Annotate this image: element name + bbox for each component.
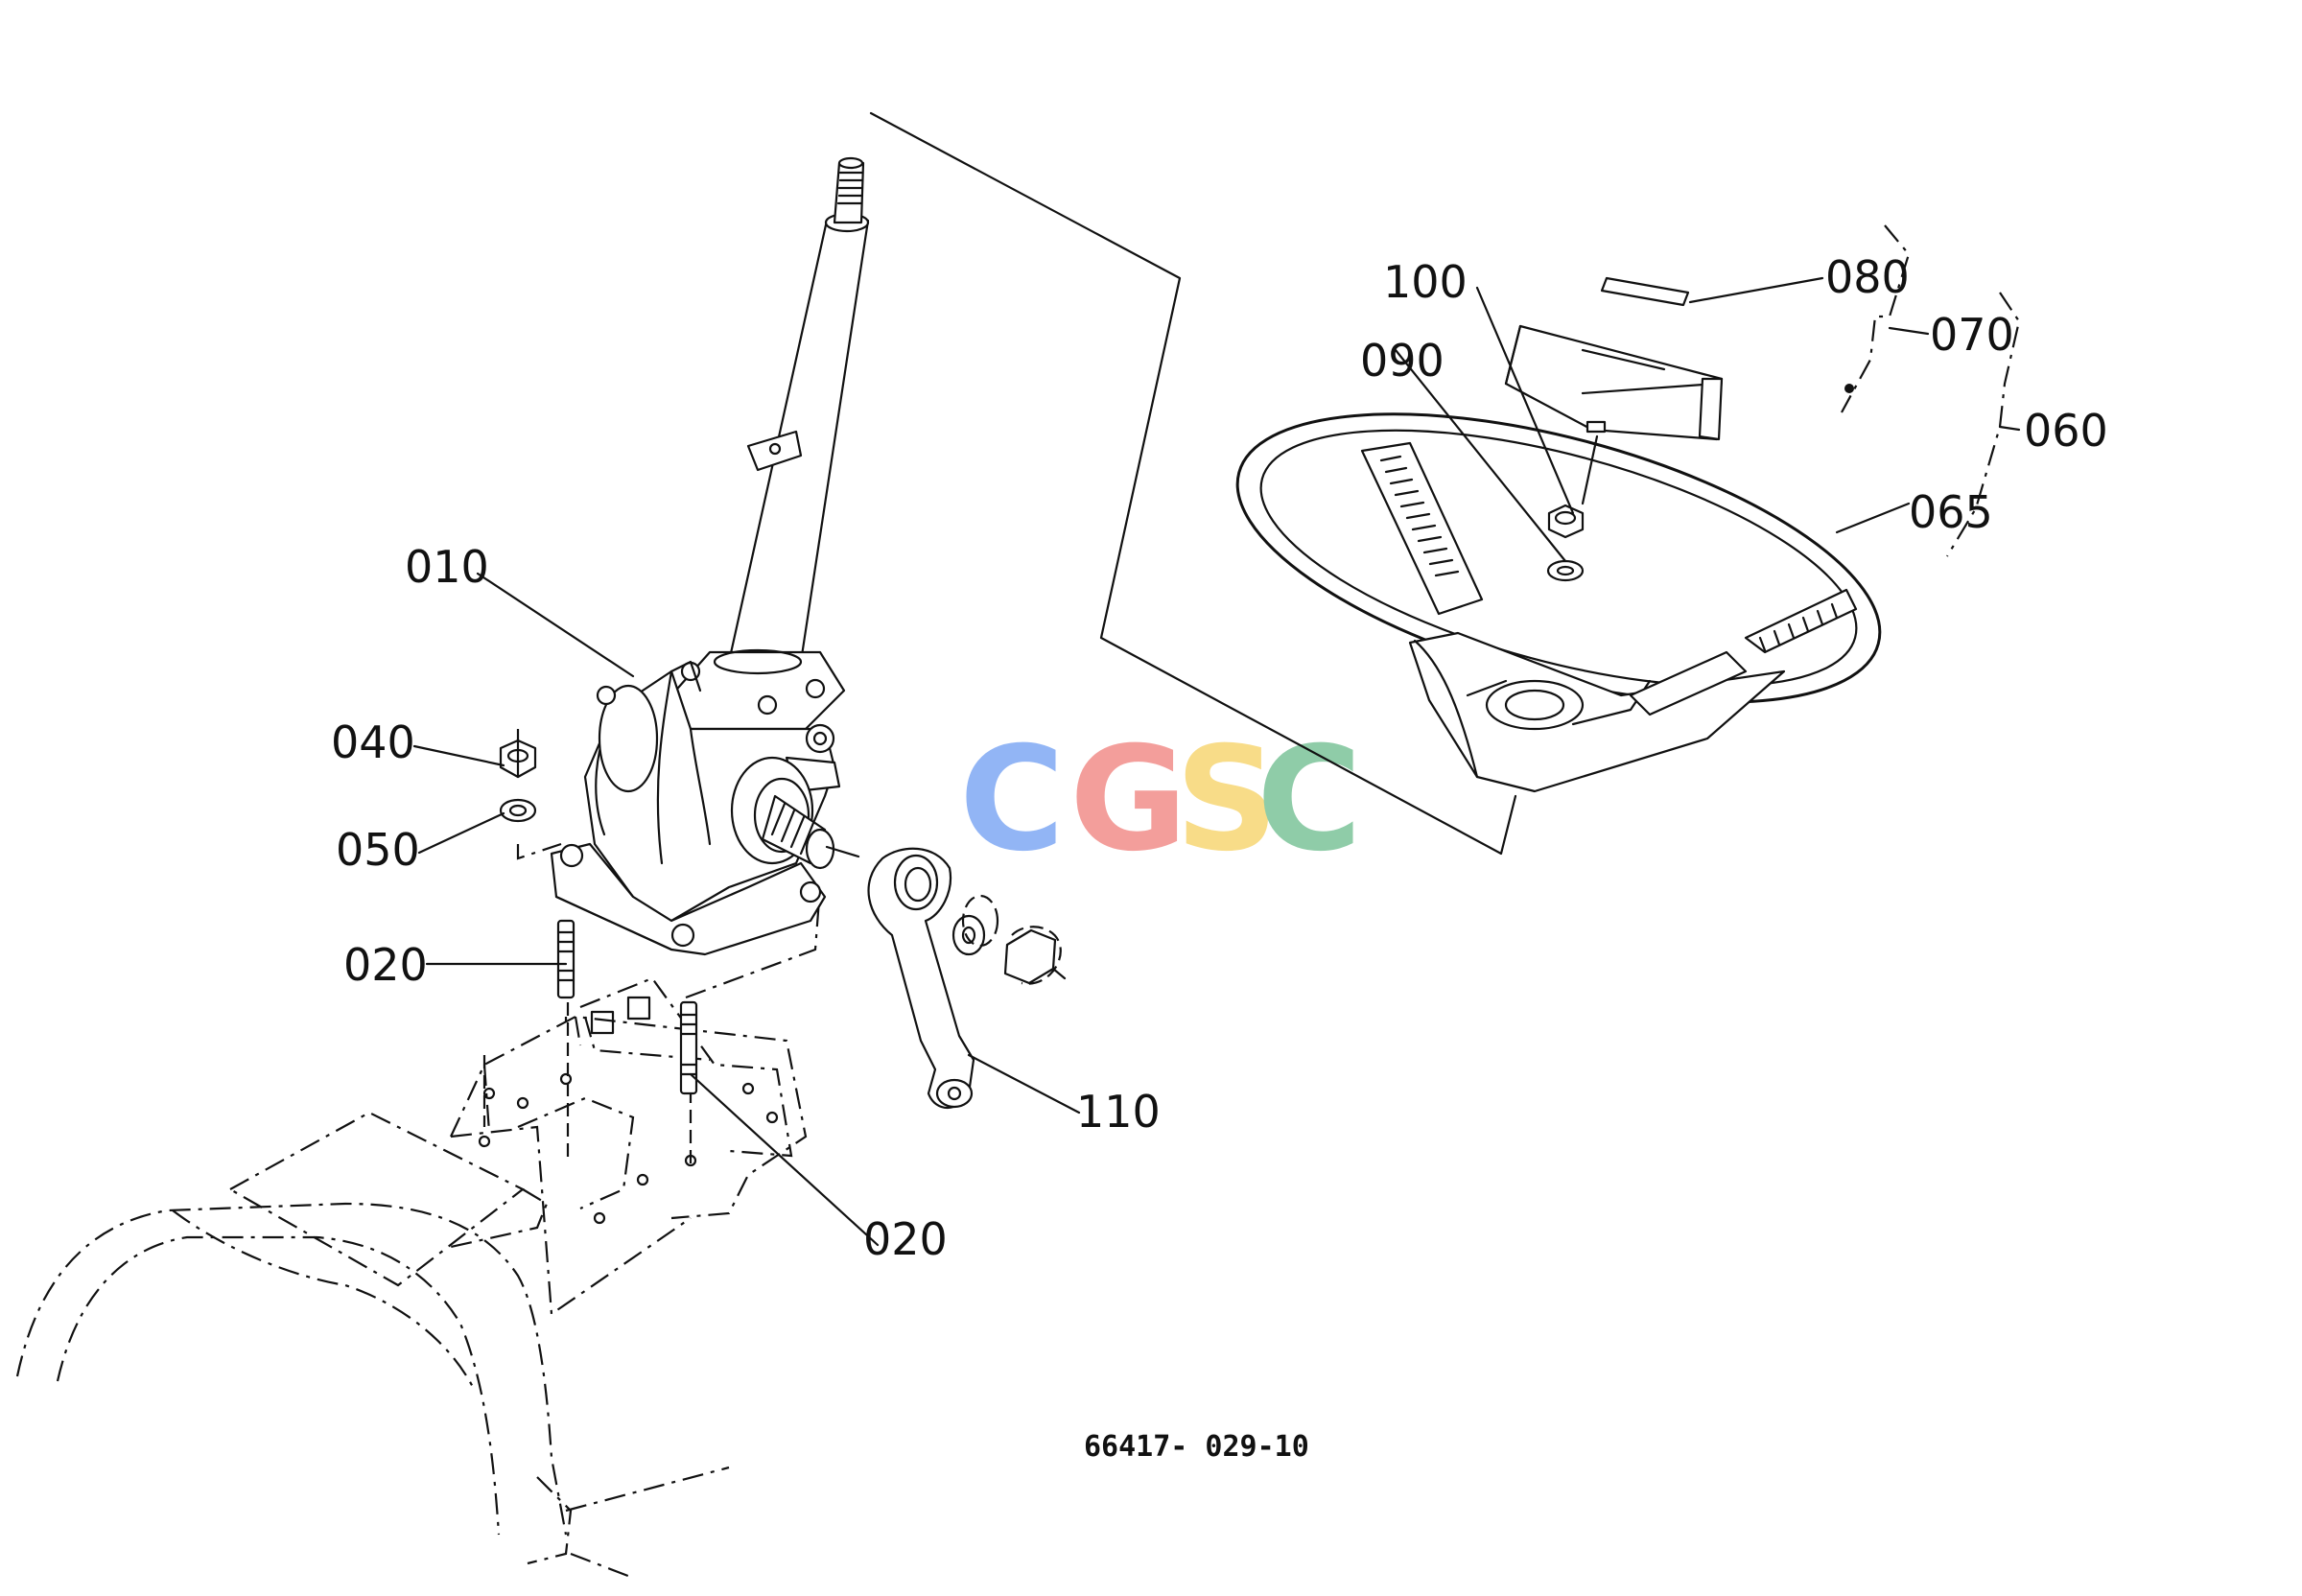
watermark-letter-s: S xyxy=(1175,716,1279,883)
watermark-letter-c1: C xyxy=(959,716,1065,883)
group-bracket-060 xyxy=(1946,292,2021,557)
callout-050: 050 xyxy=(336,824,420,876)
watermark: C G S C xyxy=(959,716,1362,883)
group-bracket-070 xyxy=(1841,224,1911,413)
callout-020-right: 020 xyxy=(863,1213,948,1265)
nut-100 xyxy=(1547,504,1585,539)
callout-065: 065 xyxy=(1909,486,1993,538)
callout-100: 100 xyxy=(1383,256,1468,308)
watermark-letter-g: G xyxy=(1069,716,1187,883)
steering-wheel xyxy=(1235,412,1882,793)
nut-040 xyxy=(499,729,537,779)
cap-center-line xyxy=(1581,434,1599,505)
document-number: 66417- 029-10 xyxy=(1084,1430,1309,1464)
washer-050 xyxy=(499,798,537,823)
stud-bolt-020-left xyxy=(556,919,576,999)
callout-070: 070 xyxy=(1930,309,2014,361)
pitman-arm xyxy=(867,847,1067,1109)
callout-010: 010 xyxy=(405,541,489,593)
leader-lines xyxy=(412,276,2021,1247)
washer-090 xyxy=(1546,559,1585,582)
watermark-letter-c2: C xyxy=(1257,716,1362,883)
callout-020-left: 020 xyxy=(343,939,428,991)
tractor-body-outline xyxy=(15,842,822,1580)
callout-labels: 010 040 050 020 020 110 100 090 080 070 … xyxy=(331,251,2108,1265)
callout-040: 040 xyxy=(331,716,415,768)
steering-cap xyxy=(1504,324,1724,441)
cap-center-dot xyxy=(1844,384,1854,393)
emblem-label xyxy=(1600,276,1690,307)
stud-bolt-020-right xyxy=(679,1000,698,1095)
callout-080: 080 xyxy=(1825,251,1910,303)
steering-gearbox-assembly xyxy=(550,156,870,956)
callout-090: 090 xyxy=(1360,335,1445,387)
callout-060: 060 xyxy=(2024,405,2108,457)
callout-110: 110 xyxy=(1076,1086,1161,1138)
exploded-view-frame xyxy=(869,111,1517,856)
